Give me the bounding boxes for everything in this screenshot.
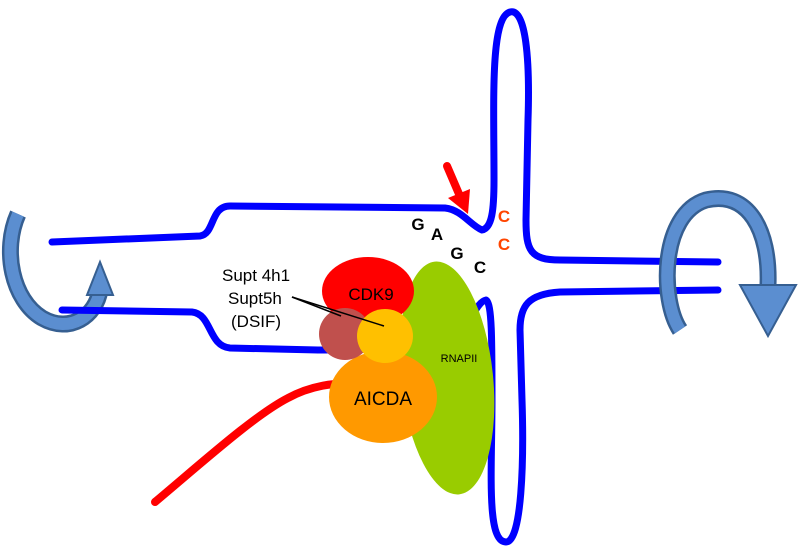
red-pointer-arrow-icon bbox=[443, 162, 470, 214]
dna-top-strand bbox=[48, 8, 722, 266]
aicda-protein bbox=[329, 351, 437, 443]
base-c-bottom: C bbox=[498, 235, 510, 254]
rnapii-label: RNAPII bbox=[441, 353, 478, 365]
supt5h-label: Supt5h bbox=[228, 289, 282, 308]
aicda-label: AICDA bbox=[354, 389, 412, 410]
base-c-1: C bbox=[474, 258, 486, 277]
supt-pointer-lines bbox=[291, 296, 385, 327]
supt4h1-protein bbox=[319, 308, 371, 360]
supt5h-protein bbox=[357, 309, 413, 363]
base-g-2: G bbox=[450, 244, 463, 263]
base-c-top: C bbox=[498, 207, 510, 226]
base-g-1: G bbox=[411, 215, 424, 234]
base-a-1: A bbox=[431, 225, 443, 244]
right-supercoil-arrow bbox=[658, 190, 798, 339]
rna-strand bbox=[151, 379, 360, 506]
dsif-label: (DSIF) bbox=[231, 312, 281, 331]
rnapii-protein bbox=[399, 261, 495, 495]
cdk9-label: CDK9 bbox=[348, 285, 393, 304]
supt4h1-label: Supt 4h1 bbox=[222, 266, 290, 285]
